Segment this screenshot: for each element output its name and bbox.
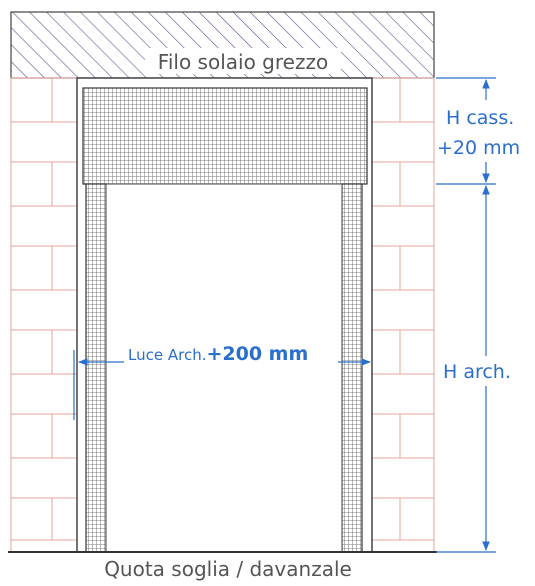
- side-guide-left: [85, 183, 107, 553]
- brick-wall-right: [371, 77, 435, 553]
- box-offset-label: +20 mm: [437, 137, 520, 159]
- window-frame: [105, 183, 343, 553]
- box-height-label: H cass.: [446, 107, 514, 129]
- box-height-label-background: [438, 100, 534, 162]
- light-offset-label: +200 mm: [206, 343, 308, 365]
- arch-height-label: H arch.: [443, 361, 511, 383]
- side-guide-right: [341, 183, 363, 553]
- brick-wall-left: [10, 77, 78, 553]
- light-prefix-label: Luce Arch.: [128, 346, 206, 364]
- light-label-background: [124, 342, 338, 366]
- light-dimension-label: Luce Arch.+200 mm: [128, 343, 308, 365]
- threshold-label: Quota soglia / davanzale: [104, 557, 352, 581]
- slab-line-label: Filo solaio grezzo: [158, 50, 328, 74]
- slab-label-background: [145, 48, 341, 74]
- arch-height-label-background: [440, 356, 534, 386]
- roller-shutter-box: [82, 87, 368, 185]
